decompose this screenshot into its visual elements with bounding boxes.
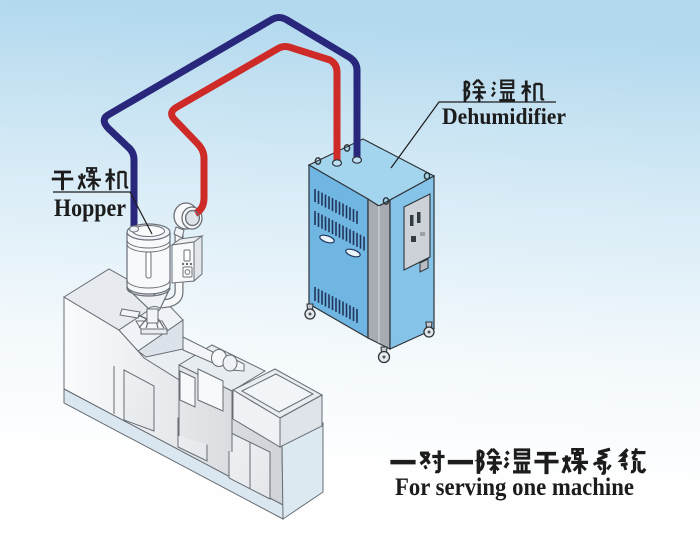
svg-text:Hopper: Hopper <box>54 195 126 222</box>
svg-text:For serving one machine: For serving one machine <box>395 474 634 501</box>
svg-text:Dehumidifier: Dehumidifier <box>442 104 566 129</box>
